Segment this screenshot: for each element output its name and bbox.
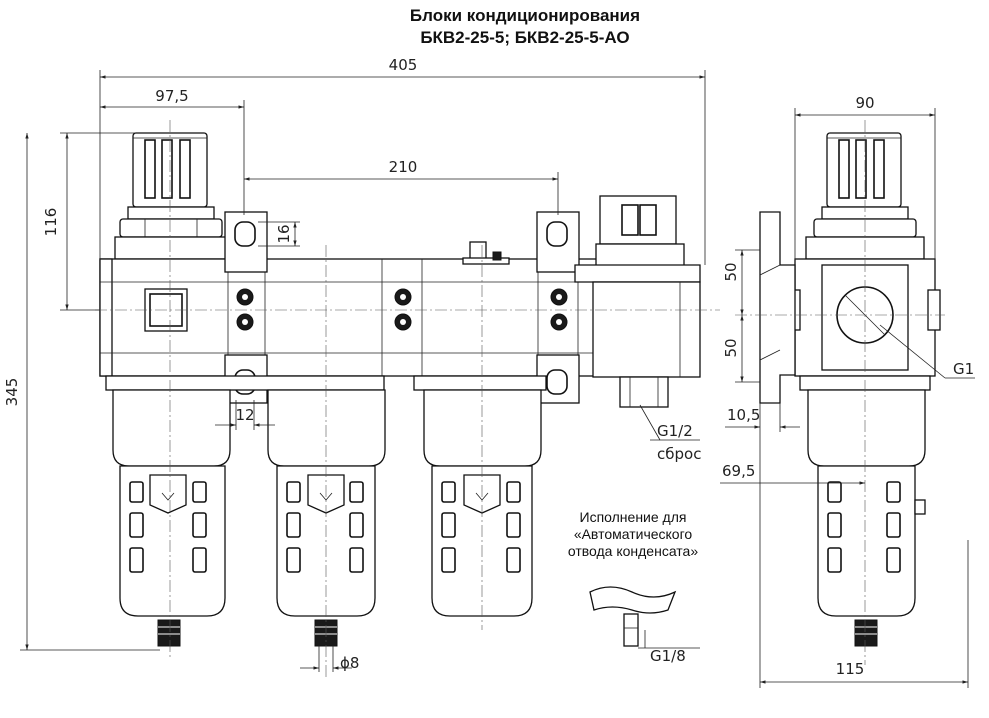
pressure-indicator <box>462 241 510 265</box>
port-exhaust-label: сброс <box>657 445 701 463</box>
port-inlet-thread: G1 <box>953 360 974 378</box>
bowl-filter-regulator <box>105 375 385 647</box>
front-dimensions: 405 97,5 210 16 116 345 12 ϕ8 <box>3 56 706 672</box>
side-dimensions: 90 50 50 G1 10,5 69,5 115 <box>720 94 975 688</box>
dim-mount-upper: 50 <box>722 262 740 281</box>
dim-bracket-spacing: 210 <box>389 158 418 176</box>
dim-regulator-offset: 97,5 <box>155 87 188 105</box>
dim-hole-size: 16 <box>275 224 293 243</box>
dim-top-height: 116 <box>42 208 60 237</box>
dim-total-height: 345 <box>3 378 21 407</box>
shutoff-valve <box>574 195 701 408</box>
bowl-filter <box>267 389 386 647</box>
manifold-body <box>99 258 601 377</box>
drawing-title: Блоки кондиционирования <box>409 6 641 25</box>
dim-side-offset: 69,5 <box>722 462 755 480</box>
dim-drain-diameter: ϕ8 <box>340 654 359 672</box>
dim-overall-length: 405 <box>389 56 418 74</box>
connection-screws <box>236 288 568 331</box>
mounting-bracket-right <box>536 211 580 404</box>
dim-mount-lower: 50 <box>722 338 740 357</box>
note-line-3: отвода конденсата» <box>568 543 699 559</box>
dim-bracket-thickness: 10,5 <box>727 406 760 424</box>
drawing-subtitle: БКВ2-25-5; БКВ2-25-5-АО <box>420 28 630 47</box>
port-exhaust-thread: G1/2 <box>657 422 693 440</box>
note-line-1: Исполнение для <box>580 509 687 525</box>
dim-bracket-width: 12 <box>235 406 254 424</box>
auto-drain-note: Исполнение для «Автоматического отвода к… <box>568 509 700 665</box>
front-view <box>95 120 720 680</box>
regulator-knob <box>114 132 228 260</box>
port-drain-thread: G1/8 <box>650 647 686 665</box>
dim-side-width: 90 <box>855 94 874 112</box>
note-line-2: «Автоматического <box>574 526 693 542</box>
dim-bowl-width: 115 <box>836 660 865 678</box>
side-view <box>735 120 945 665</box>
bowl-lubricator <box>413 375 547 617</box>
